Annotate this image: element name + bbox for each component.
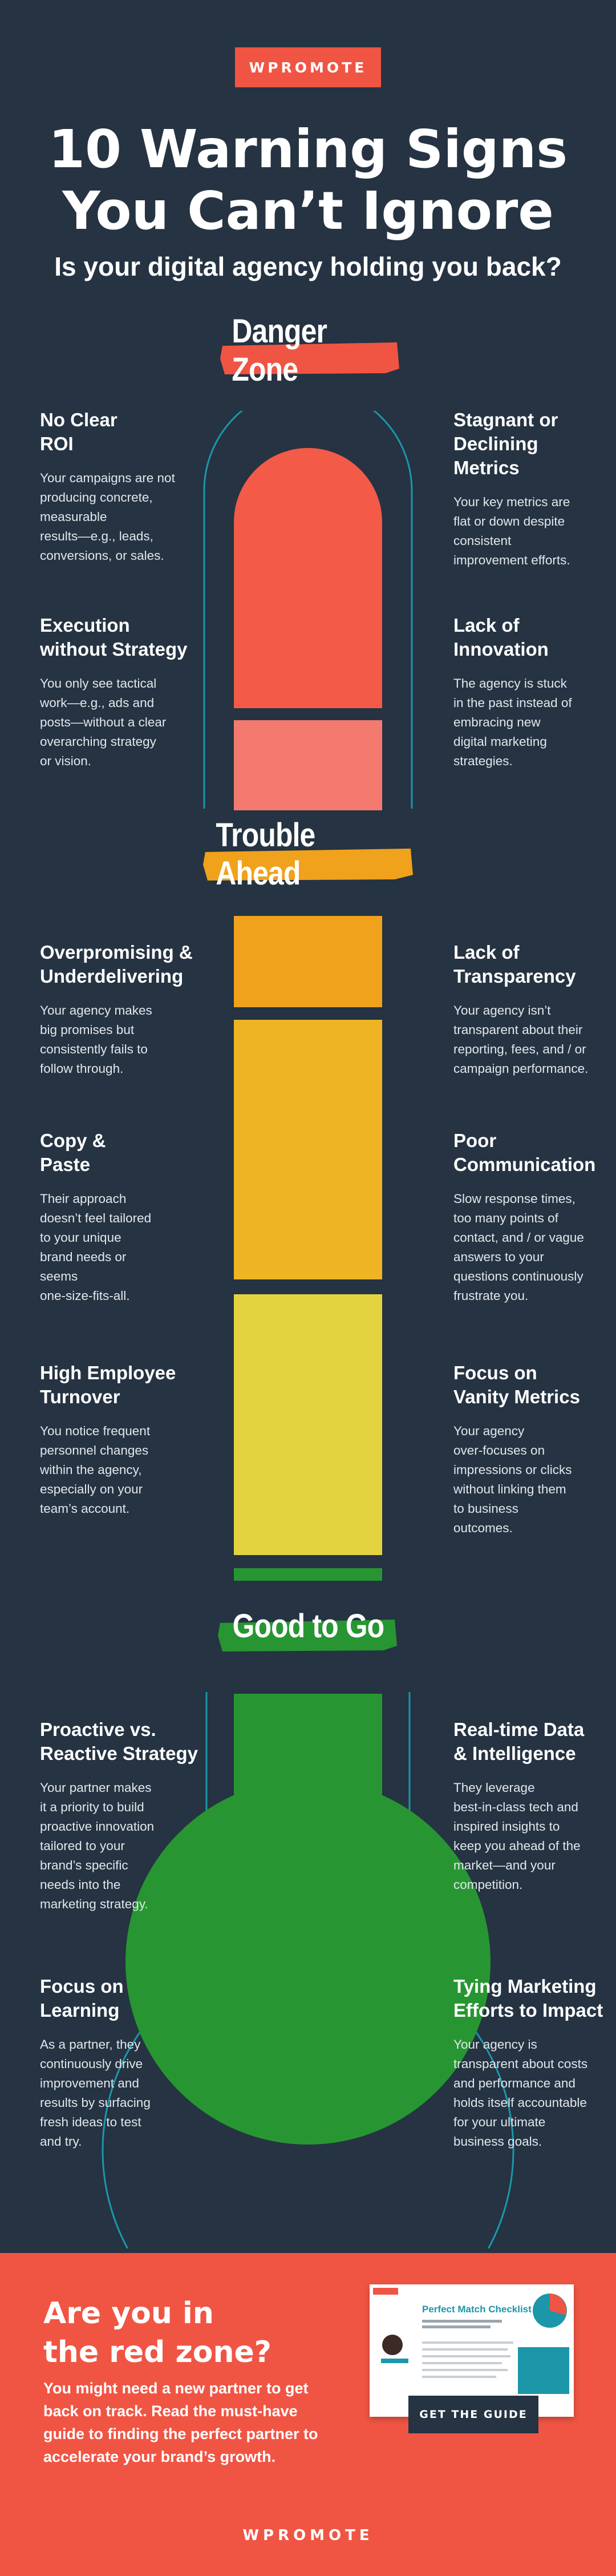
sign-body: Your agency makes big promises but consi… (40, 1003, 152, 1076)
sign-body: The agency is stuck in the past instead … (453, 676, 572, 768)
checklist-pie-graphic (533, 2294, 567, 2328)
sign-title: Copy & Paste (40, 1130, 106, 1175)
checklist-logo-mark (373, 2288, 398, 2295)
sign-title: Real-time Data & Intelligence (453, 1719, 585, 1764)
checklist-text-line (422, 2355, 510, 2357)
sign-title: Execution without Strategy (40, 615, 188, 660)
footer-wpromote-logo: WPROMOTE (242, 2527, 374, 2544)
good-to-go-label: Good to Go (232, 1607, 384, 1645)
sign-lack-of-transparency: Lack of Transparency Your agency isn’t t… (453, 940, 607, 1079)
sign-body: Slow response times, too many points of … (453, 1192, 584, 1303)
checklist-text-line (422, 2325, 491, 2328)
sign-body: You only see tactical work—e.g., ads and… (40, 676, 167, 768)
checklist-text-line (422, 2320, 502, 2323)
danger-bar-bottom (234, 720, 382, 810)
checklist-text-line (422, 2376, 496, 2378)
sign-copy-paste: Copy & Paste Their approach doesn’t feel… (40, 1129, 211, 1306)
checklist-teal-panel (518, 2347, 569, 2394)
sign-lack-of-innovation: Lack of Innovation The agency is stuck i… (453, 613, 607, 771)
sign-tying-marketing-to-impact: Tying Marketing Efforts to Impact Your a… (453, 1975, 607, 2151)
sign-title: Lack of Innovation (453, 615, 549, 660)
sign-body: Their approach doesn’t feel tailored to … (40, 1192, 152, 1303)
checklist-text-line (422, 2362, 502, 2364)
checklist-text-line (422, 2341, 513, 2344)
checklist-text-line (422, 2348, 508, 2351)
title-line-1: 10 Warning Signs (48, 119, 568, 180)
checklist-title: Perfect Match Checklist (422, 2304, 532, 2315)
sign-title: High Employee Turnover (40, 1362, 176, 1407)
trouble-ahead-brush (203, 849, 413, 881)
cta-title: Are you in the red zone? (43, 2296, 271, 2369)
get-the-guide-button[interactable]: GET THE GUIDE (408, 2396, 538, 2433)
sign-title: Proactive vs. Reactive Strategy (40, 1719, 198, 1764)
page-title: 10 Warning Signs You Can’t Ignore (0, 119, 616, 242)
danger-bar-top (234, 448, 382, 708)
sign-body: You notice frequent personnel changes wi… (40, 1424, 151, 1516)
sign-title: Lack of Transparency (453, 942, 576, 987)
sign-body: Your agency over-focuses on impressions … (453, 1424, 572, 1535)
sign-body: Your agency is transparent about costs a… (453, 2037, 588, 2149)
good-to-go-brush (218, 1620, 397, 1652)
sign-no-clear-roi: No Clear ROI Your campaigns are not prod… (40, 408, 211, 566)
sign-body: Your partner makes it a priority to buil… (40, 1780, 155, 1911)
sign-body: They leverage best-in-class tech and ins… (453, 1780, 581, 1892)
sign-realtime-data: Real-time Data & Intelligence They lever… (453, 1718, 607, 1895)
trouble-bar-1 (234, 916, 382, 1007)
title-line-2: You Can’t Ignore (62, 180, 554, 241)
cta-body: You might need a new partner to get back… (43, 2380, 318, 2465)
sign-title: Stagnant or Declining Metrics (453, 409, 558, 478)
sign-body: As a partner, they continuously drive im… (40, 2037, 151, 2149)
sign-focus-on-learning: Focus on Learning As a partner, they con… (40, 1975, 211, 2151)
sign-title: Tying Marketing Efforts to Impact (453, 1976, 603, 2021)
sign-overpromising: Overpromising & Underdelivering Your age… (40, 940, 211, 1079)
checklist-portrait (382, 2335, 403, 2355)
danger-zone-brush (220, 342, 399, 374)
sign-title: Poor Communication (453, 1130, 596, 1175)
checklist-preview-image: Perfect Match Checklist (370, 2284, 574, 2417)
sign-title: Focus on Vanity Metrics (453, 1362, 580, 1407)
sign-body: Your agency isn’t transparent about thei… (453, 1003, 589, 1076)
trouble-bar-3 (234, 1294, 382, 1555)
trouble-bar-2 (234, 1020, 382, 1279)
checklist-text-line (422, 2369, 508, 2371)
sign-body: Your campaigns are not producing concret… (40, 471, 175, 563)
checklist-accent-bar (381, 2359, 408, 2363)
thermometer-outline (102, 411, 514, 2248)
sign-proactive-strategy: Proactive vs. Reactive Strategy Your par… (40, 1718, 211, 1914)
sign-title: Focus on Learning (40, 1976, 124, 2021)
sign-title: No Clear ROI (40, 409, 117, 454)
sign-execution-without-strategy: Execution without Strategy You only see … (40, 613, 211, 771)
sign-vanity-metrics: Focus on Vanity Metrics Your agency over… (453, 1361, 607, 1538)
sign-poor-communication: Poor Communication Slow response times, … (453, 1129, 607, 1306)
wpromote-logo: WPROMOTE (235, 47, 381, 87)
danger-zone-label: Danger Zone (232, 313, 327, 388)
good-bulb (125, 1779, 491, 2145)
sign-body: Your key metrics are flat or down despit… (453, 495, 570, 567)
page-subtitle: Is your digital agency holding you back? (54, 252, 562, 281)
trouble-bar-green-tip (234, 1568, 382, 1581)
sign-stagnant-metrics: Stagnant or Declining Metrics Your key m… (453, 408, 607, 570)
sign-title: Overpromising & Underdelivering (40, 942, 193, 987)
trouble-ahead-label: Trouble Ahead (216, 817, 315, 892)
sign-high-employee-turnover: High Employee Turnover You notice freque… (40, 1361, 211, 1519)
